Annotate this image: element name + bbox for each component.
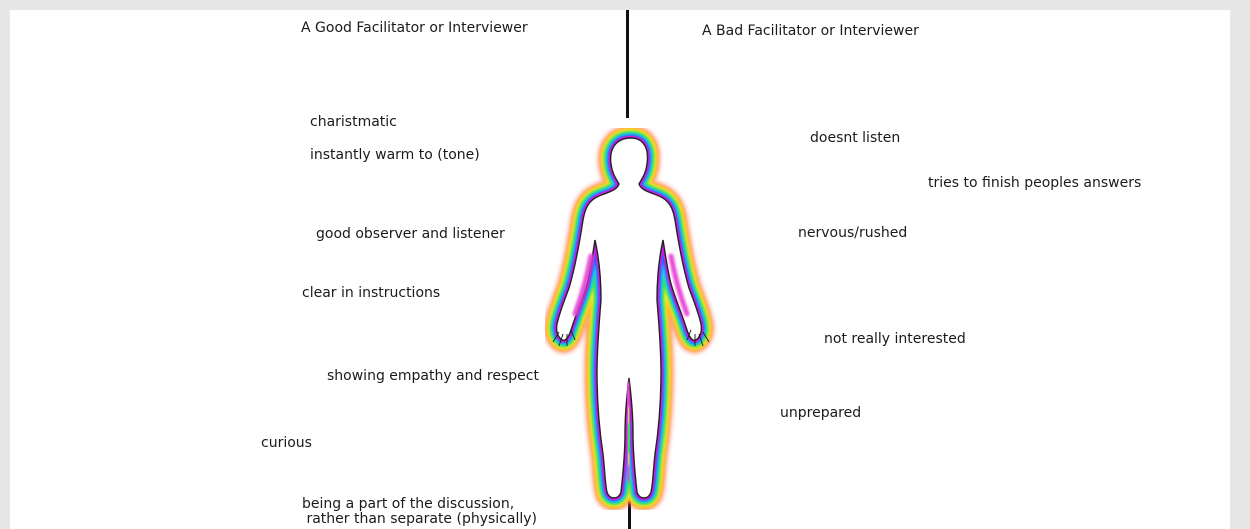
good-trait-2: instantly warm to (tone) bbox=[310, 148, 480, 163]
good-trait-7: being a part of the discussion, rather t… bbox=[302, 497, 537, 527]
bad-trait-5: unprepared bbox=[780, 406, 861, 421]
good-trait-3: good observer and listener bbox=[316, 227, 505, 242]
good-trait-6: curious bbox=[261, 436, 312, 451]
bad-trait-1: doesnt listen bbox=[810, 131, 900, 146]
human-body-aura-icon bbox=[545, 128, 717, 514]
good-trait-4: clear in instructions bbox=[302, 286, 440, 301]
divider-line-top bbox=[626, 10, 629, 118]
good-heading: A Good Facilitator or Interviewer bbox=[301, 21, 528, 36]
bad-trait-2: tries to finish peoples answers bbox=[928, 176, 1141, 191]
bad-trait-4: not really interested bbox=[824, 332, 966, 347]
good-trait-1: charistmatic bbox=[310, 115, 397, 130]
bad-trait-3: nervous/rushed bbox=[798, 226, 907, 241]
diagram-canvas: A Good Facilitator or Interviewer A Bad … bbox=[10, 10, 1230, 529]
good-trait-5: showing empathy and respect bbox=[327, 369, 539, 384]
bad-heading: A Bad Facilitator or Interviewer bbox=[702, 24, 919, 39]
